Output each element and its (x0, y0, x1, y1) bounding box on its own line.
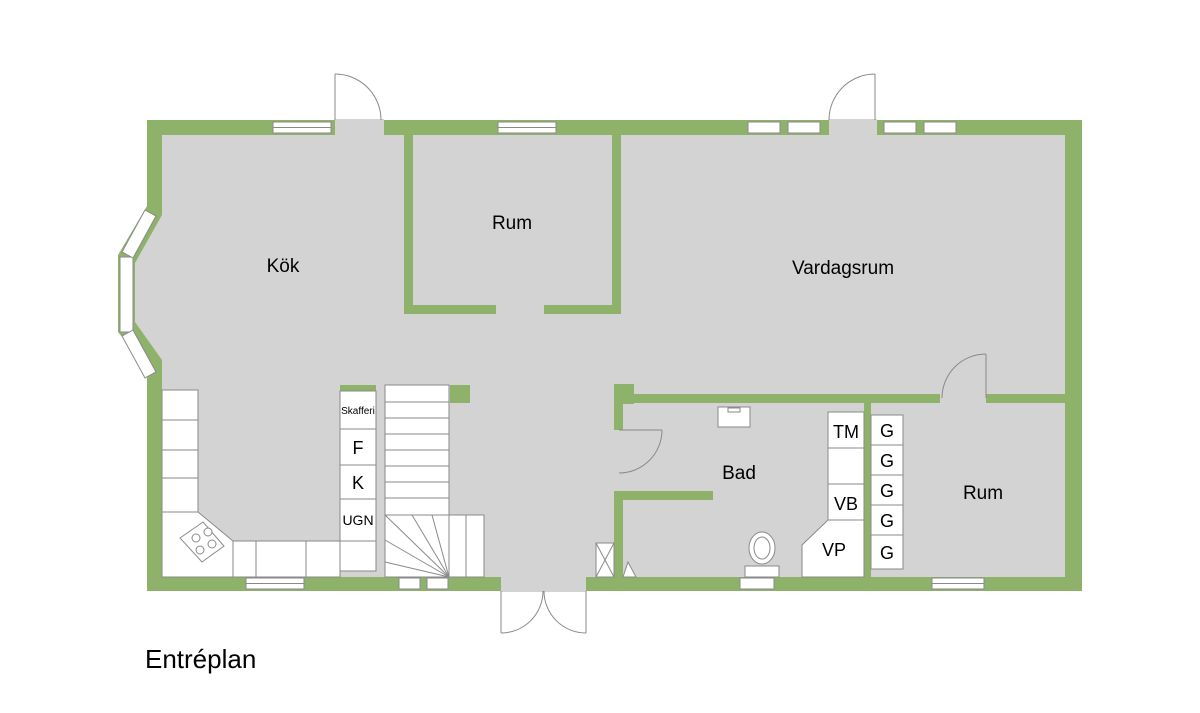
sink-icon (717, 406, 751, 428)
wardrobe-label: G (880, 481, 894, 501)
room-label-bathroom: Bad (722, 463, 756, 484)
wardrobe-label: G (880, 421, 894, 441)
heat-pump-label: VP (822, 540, 846, 560)
pantry-label: Skafferi (341, 406, 375, 417)
floor-area (135, 135, 1065, 577)
kitchen-counter (161, 389, 341, 578)
dryer-label: TM (833, 422, 859, 442)
plan-title: Entréplan (145, 644, 256, 674)
room-label-kitchen: Kök (267, 256, 300, 277)
doors (334, 73, 987, 634)
wardrobe-label: G (880, 511, 894, 531)
interior-walls (340, 135, 1065, 577)
water-heater-label: VB (834, 494, 858, 514)
fridge-label: F (353, 438, 364, 458)
wardrobe-column: G G G G G (870, 414, 904, 570)
room-label-bedroom-right: Rum (963, 483, 1003, 504)
stove-icon (179, 521, 225, 563)
oven-label: UGN (342, 512, 373, 528)
freezer-label: K (352, 473, 364, 493)
bathroom-fixtures: TM VB VP (595, 406, 865, 578)
wardrobe-label: G (880, 543, 894, 563)
room-label-bedroom-top: Rum (492, 213, 532, 234)
appliance-column: Skafferi F K UGN (339, 390, 377, 572)
toilet-icon (744, 531, 780, 578)
staircase (384, 384, 485, 578)
wardrobe-label: G (880, 451, 894, 471)
room-label-living-room: Vardagsrum (792, 258, 894, 279)
windows (119, 121, 985, 590)
